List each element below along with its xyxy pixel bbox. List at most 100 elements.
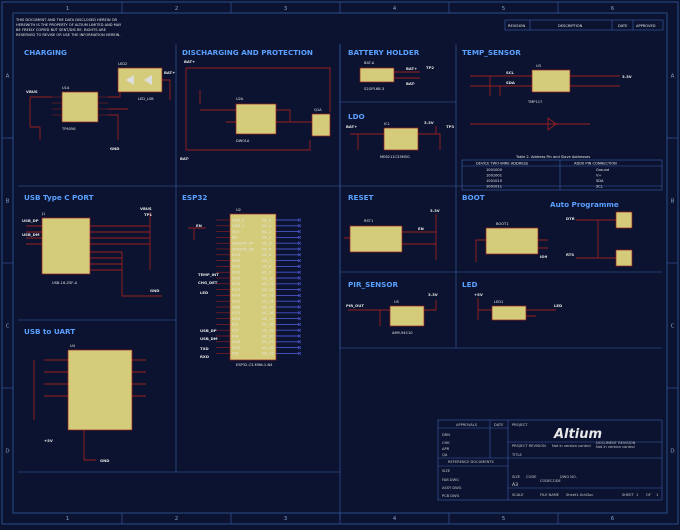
reset-circuit: RST1 3.3V EN bbox=[344, 208, 440, 260]
battery-value: S2GP16B-3 bbox=[364, 87, 384, 91]
no-connect-icon bbox=[297, 305, 302, 309]
esp32-pin-right: NC_18 bbox=[262, 323, 274, 327]
pir-ic-value: AM9-94110 bbox=[392, 331, 413, 335]
no-connect-icon bbox=[297, 235, 302, 240]
ruler-row-left: D bbox=[5, 449, 9, 455]
net-usb-dm: USB_DM bbox=[22, 232, 40, 237]
ruler-col-bottom: 6 bbox=[611, 516, 615, 522]
esp32-pin-right: NC_17 bbox=[262, 317, 274, 321]
charge-led-body bbox=[117, 67, 163, 93]
ruler-row-left: B bbox=[6, 199, 10, 205]
esp32-pin-right: NC_11 bbox=[262, 282, 274, 286]
address-table-title: Table 2. Address Pin and Slave Addresses bbox=[515, 155, 590, 159]
battery-holder-circuit: BAT-A S2GP16B-3 BAT+ BAT- TP2 bbox=[359, 61, 434, 91]
esp32-pin-left: IO5 bbox=[232, 352, 238, 356]
no-connect-icon bbox=[297, 270, 302, 274]
esp32-pin-left: IO15 bbox=[232, 317, 240, 321]
esp32-right-pins: NC_0NC_1NC_2NC_3NC_4NC_5NC_6NC_7NC_8NC_9… bbox=[262, 218, 302, 356]
charging-ic-body bbox=[61, 91, 99, 123]
charging-circuit: U1A TP4056 LED2 LED_LSB VBUS BAT+ GND bbox=[26, 62, 175, 151]
esp32-pin-right: NC_15 bbox=[262, 305, 274, 309]
net-3v3-reset: 3.3V bbox=[430, 208, 440, 213]
net-bat-plus-holder: BAT+ bbox=[406, 66, 417, 71]
esp32-pin-right: NC_1 bbox=[262, 224, 271, 228]
section-title-temp-sensor: TEMP_SENSOR bbox=[462, 48, 521, 57]
net-pir-out: PIR_OUT bbox=[346, 303, 364, 308]
esp32-pin-right: NC_2 bbox=[262, 230, 271, 234]
net-gnd-charging: GND bbox=[110, 146, 119, 151]
revision-table: REVISION DESCRIPTION DATE APPROVED bbox=[504, 19, 664, 31]
no-connect-icon bbox=[297, 287, 302, 292]
ldo-circuit: IC1 ME6211C33M5G BAT+ 3.3V TP3 bbox=[346, 120, 454, 159]
esp32-pin-left: IO13 bbox=[232, 311, 240, 315]
net-sda: SDA bbox=[506, 80, 515, 85]
ruler-col-top: 1 bbox=[66, 6, 70, 12]
esp32-pin-right: NC_9 bbox=[262, 271, 272, 275]
ldo-ic-body bbox=[383, 127, 419, 151]
net-tp3: TP3 bbox=[446, 124, 454, 129]
net-txd: TXD bbox=[200, 346, 209, 351]
esp32-pin-right: NC_6 bbox=[262, 253, 272, 257]
battery-body bbox=[359, 67, 395, 83]
ruler-col-bottom: 4 bbox=[393, 516, 397, 522]
esp32-pin-right: NC_21 bbox=[262, 340, 274, 344]
esp32-pin-right: NC_14 bbox=[262, 300, 274, 304]
esp32-pin-right: NC_7 bbox=[262, 259, 271, 263]
net-rxd: RXD bbox=[200, 354, 209, 359]
esp32-pin-left: IO34 bbox=[232, 253, 241, 257]
esp32-pin-right: NC_20 bbox=[262, 334, 274, 338]
tb-code-value: CODECODE bbox=[540, 479, 561, 483]
tb-of-value: 1 bbox=[656, 493, 658, 497]
ruler-col-bottom: 3 bbox=[284, 516, 288, 522]
tb-project: PROJECT bbox=[512, 423, 528, 427]
net-vbus-charging: VBUS bbox=[26, 89, 38, 94]
no-connect-icon bbox=[297, 218, 302, 222]
address-cell-pin: SCL bbox=[596, 185, 603, 189]
tb-of: OF bbox=[646, 493, 651, 497]
net-temp-int: TEMP_INT bbox=[198, 272, 219, 277]
section-dividers bbox=[18, 44, 662, 520]
no-connect-icon bbox=[297, 253, 302, 257]
charging-ic-value: TP4056 bbox=[61, 127, 76, 131]
esp32-pin-left: SENSOR_VP bbox=[232, 242, 254, 246]
no-connect-icon bbox=[297, 322, 302, 327]
esp32-pin-right: NC_5 bbox=[262, 247, 271, 251]
section-title-usb-uart: USB to UART bbox=[24, 327, 75, 336]
charging-ic-designator: U1A bbox=[62, 86, 70, 90]
boot-circuit: BOOT1 IO9 DTR RTS bbox=[475, 211, 633, 267]
uart-ic-designator: U4 bbox=[70, 344, 76, 348]
title-block: APPROVALS DATE PROJECT DRN CHK APR QA Al… bbox=[437, 419, 663, 501]
esp32-pin-right: NC_19 bbox=[262, 329, 274, 333]
esp32-left-pins: GND_0GND_13V3ENSENSOR_VPSENSOR_VNIO34IO3… bbox=[216, 218, 254, 356]
ruler-col-top: 5 bbox=[502, 6, 506, 12]
tb-size-value: A3 bbox=[512, 482, 518, 488]
no-connect-icon bbox=[297, 264, 302, 269]
no-connect-icon bbox=[297, 345, 302, 350]
net-tp1: TP1 bbox=[144, 212, 152, 217]
tb-document-revision-value: Not in version control bbox=[596, 445, 635, 449]
tb-code: CODE bbox=[526, 475, 537, 479]
rev-header-description: DESCRIPTION bbox=[558, 24, 583, 28]
temp-ic-body bbox=[531, 69, 571, 93]
tb-project-revision: PROJECT REVISION bbox=[512, 444, 546, 448]
no-connect-icon bbox=[297, 299, 302, 303]
tb-size: SIZE bbox=[512, 475, 521, 479]
discharge-ic-designator: U2A bbox=[236, 97, 244, 101]
tb-sheet: SHEET bbox=[622, 493, 635, 497]
net-bat-minus-discharge: BAT- bbox=[180, 156, 190, 161]
no-connect-icon bbox=[297, 340, 302, 344]
no-connect-icon bbox=[297, 258, 302, 263]
section-title-auto-programme: Auto Programme bbox=[550, 200, 619, 209]
tb-reference-documents: REFERENCE DOCUMENTS bbox=[448, 460, 494, 464]
net-led-led: LED bbox=[554, 303, 562, 308]
esp32-pin-left: IO14 bbox=[232, 294, 241, 298]
usb-c-connector-body bbox=[41, 217, 91, 275]
section-title-battery-holder: BATTERY HOLDER bbox=[348, 48, 420, 57]
net-en-reset: EN bbox=[418, 226, 424, 231]
temp-sensor-circuit: U3 TMP117 SCL SDA 3.3V bbox=[470, 64, 632, 131]
esp32-value: ESP32-C3-MINI-1-N4 bbox=[236, 363, 273, 367]
address-cell-pin: Ground bbox=[596, 168, 609, 172]
ruler-col-top: 2 bbox=[175, 6, 179, 12]
section-title-usb-c: USB Type C PORT bbox=[24, 193, 94, 202]
